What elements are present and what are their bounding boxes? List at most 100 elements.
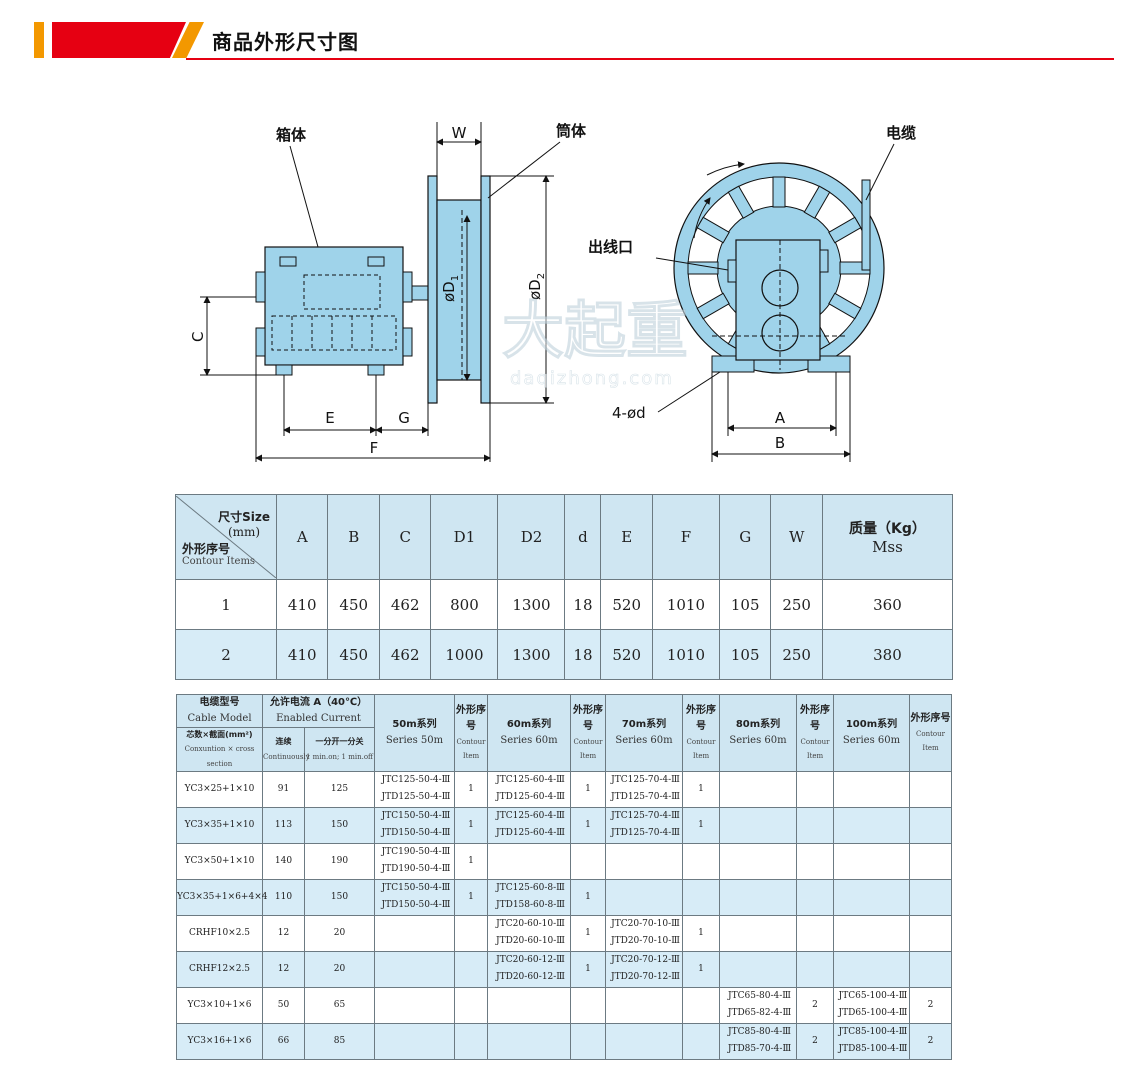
model-code: JTD190-50-4-Ⅲ	[381, 863, 451, 874]
model-code	[378, 953, 454, 970]
model-code	[609, 862, 682, 879]
model-code	[491, 1006, 570, 1023]
model-code	[837, 917, 909, 934]
hdr-interm-cn: 一分开一分关	[315, 737, 364, 747]
hdr-s60-cn: 60m系列	[506, 719, 552, 731]
flange-left	[427, 175, 438, 404]
col-header: G	[718, 494, 772, 580]
section-banner: 商品外形尺寸图	[0, 0, 1145, 70]
model-code: JTC65-80-4-Ⅲ	[728, 990, 791, 1001]
model-code: JTD65-100-4-Ⅲ	[838, 1007, 908, 1018]
corner-size: 尺寸Size	[218, 510, 270, 524]
model-code	[723, 862, 796, 879]
hdr-s50-cn: 50m系列	[392, 719, 437, 731]
model-code	[609, 845, 682, 862]
model-code: JTC125-60-8-Ⅲ	[496, 882, 565, 893]
model-code: JTC125-60-4-Ⅲ	[496, 810, 565, 821]
model-code	[723, 826, 796, 843]
col-header-mass: 质量（Kg）Mss	[821, 494, 954, 580]
model-code	[609, 1025, 682, 1042]
label-box: 箱体	[276, 126, 307, 144]
model-code: JTC125-70-4-Ⅲ	[611, 810, 680, 821]
model-code: JTC150-50-4-Ⅲ	[381, 882, 451, 893]
model-code	[837, 809, 909, 826]
model-code	[609, 1006, 682, 1023]
model-code: JTC65-100-4-Ⅲ	[838, 990, 908, 1001]
model-code	[837, 773, 909, 790]
hdr-s70-en: Series 60m	[615, 735, 673, 747]
label-outlet: 出线口	[588, 238, 633, 256]
model-code: JTD125-70-4-Ⅲ	[611, 791, 680, 802]
model-code	[723, 917, 796, 934]
col-header: D2	[497, 494, 566, 580]
model-code	[491, 989, 570, 1006]
hdr-s70-cn: 70m系列	[621, 719, 667, 731]
hdr-s100-en: Series 60m	[842, 735, 901, 747]
model-code	[723, 970, 796, 987]
hdr-model-en: Cable Model	[187, 713, 252, 724]
banner-underline	[186, 58, 1114, 60]
model-code	[491, 845, 570, 862]
hdr-s80-en: Series 60m	[729, 735, 787, 747]
model-code	[837, 845, 909, 862]
model-code: JTD158-60-8-Ⅲ	[496, 899, 565, 910]
dimension-drawing: W 筒体 箱体 øD1 øD2 C E G F	[172, 90, 954, 470]
dimension-table: 尺寸Size(mm) 外形序号 Contour Items A B C D1 D…	[175, 494, 954, 680]
model-code: JTC20-60-12-Ⅲ	[496, 954, 565, 965]
col-header: D1	[430, 494, 499, 580]
watermark-cn: 大起重	[502, 294, 688, 367]
model-code	[378, 1006, 454, 1023]
model-code: JTD125-70-4-Ⅲ	[611, 827, 680, 838]
model-code	[837, 881, 909, 898]
table-row: 2 410 450 462 1000 1300 18 520 1010 105 …	[175, 629, 954, 680]
model-code: JTC125-60-4-Ⅲ	[496, 774, 565, 785]
model-code: JTC150-50-4-Ⅲ	[381, 810, 451, 821]
hdr-cont-cn: 连续	[275, 737, 292, 747]
label-d1: øD1	[440, 275, 461, 302]
model-code	[837, 790, 909, 807]
shaft	[411, 285, 429, 301]
corner-unit: (mm)	[227, 525, 261, 539]
model-code	[723, 790, 796, 807]
model-code: JTC20-70-12-Ⅲ	[611, 954, 680, 965]
model-code: JTD20-60-12-Ⅲ	[496, 971, 565, 982]
model-code: JTC20-60-10-Ⅲ	[496, 918, 565, 929]
hdr-s100-cn: 100m系列	[845, 719, 898, 731]
model-code	[378, 1042, 454, 1059]
box-left-bump-bottom	[255, 327, 266, 357]
label-a: A	[775, 409, 786, 427]
label-f: F	[370, 439, 379, 457]
model-code	[378, 970, 454, 987]
col-header: C	[378, 494, 432, 580]
model-code	[723, 773, 796, 790]
model-code	[609, 1042, 682, 1059]
hdr-interm-en: 1 min.on; 1 min.off	[305, 752, 374, 761]
model-code: JTD65-82-4-Ⅲ	[727, 1007, 792, 1018]
watermark-en: daqizhong.com	[510, 368, 674, 389]
dimension-table-grid: 尺寸Size(mm) 外形序号 Contour Items A B C D1 D…	[175, 494, 954, 680]
banner-orange-bar	[34, 22, 44, 58]
col-header: F	[651, 494, 720, 580]
model-code	[609, 898, 682, 915]
model-code: JTC20-70-10-Ⅲ	[611, 918, 680, 929]
model-code	[378, 917, 454, 934]
model-code: JTD85-70-4-Ⅲ	[727, 1043, 792, 1054]
model-code: JTD20-70-12-Ⅲ	[611, 971, 680, 982]
model-code: JTC85-80-4-Ⅲ	[728, 1026, 791, 1037]
model-code	[837, 898, 909, 915]
model-code	[837, 970, 909, 987]
model-code: JTD125-60-4-Ⅲ	[496, 827, 565, 838]
label-drum: 筒体	[556, 122, 587, 140]
model-code: JTD125-60-4-Ⅲ	[496, 791, 565, 802]
model-code: JTD20-70-10-Ⅲ	[611, 935, 680, 946]
col-header: W	[770, 494, 823, 580]
